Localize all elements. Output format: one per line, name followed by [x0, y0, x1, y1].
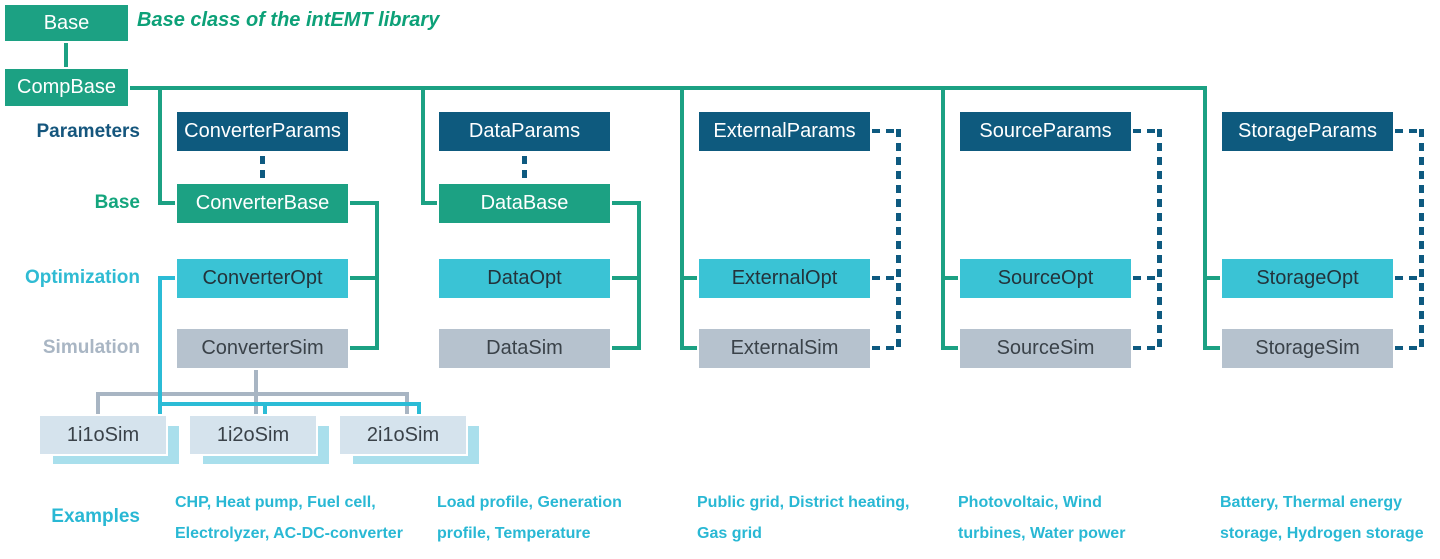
- connector-stub-converterbase: [158, 201, 175, 205]
- box-converter-opt: ConverterOpt: [175, 257, 350, 300]
- box-compbase: CompBase: [3, 67, 130, 108]
- dashed-storagesim-stub: [1395, 346, 1419, 350]
- bracket-converter-base-stub: [350, 201, 375, 205]
- box-1i2osim-label: 1i2oSim: [216, 423, 290, 446]
- connector-stub-sourcesim: [941, 346, 958, 350]
- row-label-examples: Examples: [51, 506, 140, 527]
- connector-drop-source: [941, 86, 945, 350]
- dashed-converterparams-link: [260, 156, 265, 182]
- connector-stub-sourceopt: [941, 276, 958, 280]
- dashed-sourceparams-top: [1133, 129, 1161, 133]
- dashed-sourcesim-stub: [1133, 346, 1157, 350]
- connector-drop-external: [680, 86, 684, 350]
- connector-stub-externalopt: [680, 276, 697, 280]
- box-source-opt: SourceOpt: [958, 257, 1133, 300]
- dashed-dataparams-link: [522, 156, 527, 182]
- box-source-opt-label: SourceOpt: [997, 267, 1094, 289]
- box-data-sim-label: DataSim: [486, 337, 563, 359]
- box-data-params-label: DataParams: [468, 120, 581, 142]
- box-external-params: ExternalParams: [697, 110, 872, 153]
- dashed-storage-bracket: [1419, 129, 1424, 350]
- box-data-params: DataParams: [437, 110, 612, 153]
- examples-external: Public grid, District heating, Gas grid: [697, 494, 910, 542]
- box-storage-opt: StorageOpt: [1220, 257, 1395, 300]
- box-1i2osim: 1i2oSim: [188, 414, 318, 456]
- box-source-params: SourceParams: [958, 110, 1133, 153]
- box-storage-opt-label: StorageOpt: [1256, 267, 1359, 289]
- dashed-externalsim-stub: [872, 346, 896, 350]
- box-data-base: DataBase: [437, 182, 612, 225]
- connector-opt-drop-2: [263, 402, 267, 414]
- box-source-params-label: SourceParams: [979, 120, 1112, 142]
- box-1i1osim-label: 1i1oSim: [66, 423, 140, 446]
- bracket-converter-opt-stub: [350, 276, 375, 280]
- dashed-externalparams-top: [872, 129, 900, 133]
- box-external-opt: ExternalOpt: [697, 257, 872, 300]
- bracket-data-base-stub: [612, 201, 637, 205]
- box-1i1osim: 1i1oSim: [38, 414, 168, 456]
- diagram-title: Base class of the intEMT library: [137, 9, 440, 31]
- box-storage-params: StorageParams: [1220, 110, 1395, 153]
- box-root-base: Base: [3, 3, 130, 43]
- connector-stub-storagesim: [1203, 346, 1220, 350]
- connector-stub-database: [421, 201, 437, 205]
- dashed-storageparams-top: [1395, 129, 1423, 133]
- box-source-sim: SourceSim: [958, 327, 1133, 370]
- examples-converter: CHP, Heat pump, Fuel cell, Electrolyzer,…: [175, 494, 403, 542]
- box-data-opt-label: DataOpt: [487, 267, 562, 289]
- connector-drop-converter: [158, 86, 162, 205]
- row-label-optimization: Optimization: [24, 267, 140, 288]
- dashed-storageopt-stub: [1395, 276, 1419, 280]
- box-root-base-label: Base: [43, 11, 90, 34]
- dashed-externalopt-stub: [872, 276, 896, 280]
- box-converter-opt-label: ConverterOpt: [202, 267, 323, 289]
- dashed-external-bracket: [896, 129, 901, 350]
- box-external-sim-label: ExternalSim: [730, 337, 839, 359]
- box-storage-sim: StorageSim: [1220, 327, 1395, 370]
- box-storage-params-label: StorageParams: [1238, 120, 1377, 142]
- connector-opt-drop: [158, 276, 162, 414]
- examples-source: Photovoltaic, Wind turbines, Water power: [958, 494, 1126, 542]
- box-converter-params: ConverterParams: [175, 110, 350, 153]
- row-label-simulation: Simulation: [42, 337, 140, 358]
- examples-data: Load profile, Generation profile, Temper…: [437, 494, 622, 542]
- connector-opt-bus: [158, 402, 421, 406]
- box-source-sim-label: SourceSim: [996, 337, 1095, 359]
- box-data-sim: DataSim: [437, 327, 612, 370]
- box-converter-sim-label: ConverterSim: [201, 337, 324, 359]
- bracket-data: [637, 201, 641, 350]
- connector-opt-stub: [158, 276, 175, 280]
- connector-stub-storageopt: [1203, 276, 1220, 280]
- bracket-converter: [375, 201, 379, 350]
- row-label-base: Base: [94, 192, 140, 213]
- connector-opt-drop-3: [417, 402, 421, 414]
- bracket-converter-sim-stub: [350, 346, 375, 350]
- box-converter-sim: ConverterSim: [175, 327, 350, 370]
- box-data-opt: DataOpt: [437, 257, 612, 300]
- box-external-sim: ExternalSim: [697, 327, 872, 370]
- box-external-opt-label: ExternalOpt: [731, 267, 838, 289]
- box-storage-sim-label: StorageSim: [1255, 337, 1360, 359]
- bracket-data-opt-stub: [612, 276, 637, 280]
- box-external-params-label: ExternalParams: [713, 120, 856, 142]
- box-converter-base: ConverterBase: [175, 182, 350, 225]
- box-2i1osim-label: 2i1oSim: [366, 423, 440, 446]
- connector-stub-externalsim: [680, 346, 697, 350]
- dashed-source-bracket: [1157, 129, 1162, 350]
- box-compbase-label: CompBase: [17, 76, 116, 98]
- box-converter-base-label: ConverterBase: [195, 192, 330, 214]
- box-2i1osim: 2i1oSim: [338, 414, 468, 456]
- dashed-sourceopt-stub: [1133, 276, 1157, 280]
- examples-storage: Battery, Thermal energy storage, Hydroge…: [1220, 494, 1424, 542]
- box-converter-params-label: ConverterParams: [184, 120, 341, 142]
- connector-main-bus: [130, 86, 1207, 90]
- connector-sim-bus: [96, 392, 409, 396]
- connector-base-compbase: [64, 43, 68, 67]
- connector-sim-drop-1: [96, 392, 100, 414]
- box-data-base-label: DataBase: [480, 192, 569, 214]
- connector-drop-storage: [1203, 86, 1207, 350]
- connector-drop-data: [421, 86, 425, 205]
- row-label-parameters: Parameters: [36, 121, 140, 142]
- bracket-data-sim-stub: [612, 346, 637, 350]
